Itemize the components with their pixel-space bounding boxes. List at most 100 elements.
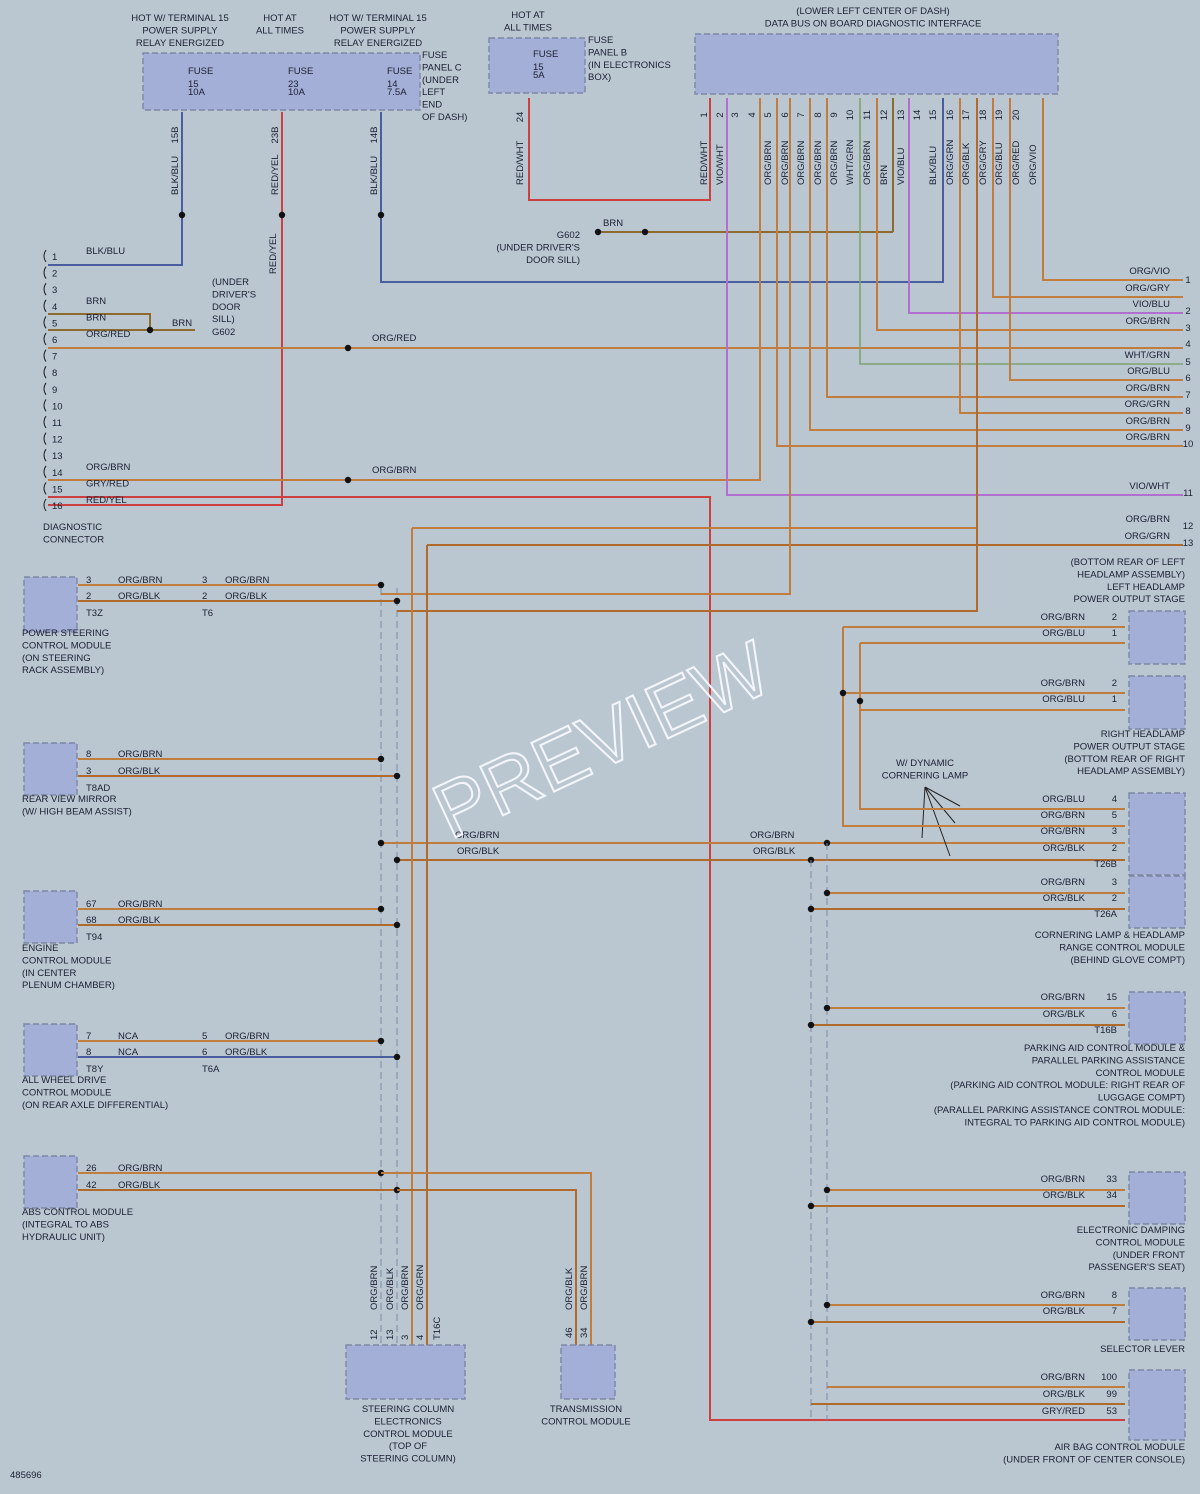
label-line: 5 [763,112,774,117]
label-line: END [422,100,442,111]
diag-pin-terminal [43,332,47,346]
wire-color: ORG/BLK [225,1047,268,1058]
diag-pin-terminal [43,299,47,313]
label-line: ORG/BRN [829,141,840,185]
label-line: ORG/BRN [763,141,774,185]
label-line: RED/YEL [86,495,127,506]
label-line: ORG/BRN [400,1266,411,1310]
label-line: ORG/VIO [1129,266,1170,277]
splice-dot [641,228,649,236]
splice-dot [807,1021,815,1029]
wire-color: ORG/BRN [118,749,162,760]
label-line: 16 [945,110,956,121]
wire-color: RED/YEL [268,233,279,274]
inline-pin: 5 [202,1031,207,1042]
label-line: (W/ HIGH BEAM ASSIST) [22,806,132,817]
right-module [1128,991,1186,1045]
wire-color: ORG/GRN [1125,531,1171,542]
label-line: T16B [1094,1025,1117,1036]
diag-pin: 12 [52,435,63,446]
diag-pin: 6 [52,335,57,346]
module-label: AIR BAG CONTROL MODULE(UNDER FRONT OF CE… [1003,1442,1185,1465]
trunk-wire [1042,98,1183,281]
module-pin: 34 [1106,1190,1117,1201]
label-line: 5 [1185,357,1190,368]
label-line: PARKING AID CONTROL MODULE & [1024,1043,1186,1054]
right-module [1128,1369,1186,1441]
diag-pin-terminal [43,316,47,329]
trunk-number: 2 [1185,306,1190,317]
label-line: HEADLAMP ASSEMBLY) [1077,766,1185,777]
wire-org-blk [397,1189,577,1345]
wire-color: VIO/WHT [1129,481,1170,492]
wire-blk-blu [380,98,944,283]
diag-pin: 9 [52,385,57,396]
module-pin: 5 [1112,810,1117,821]
connector-id: T26B [1094,859,1117,870]
wire-color: ORG/BRN [1041,992,1085,1003]
interface-pin: 5 [763,112,774,117]
label-line: 7 [52,352,57,363]
wire-color: ORG/BLK [118,591,161,602]
label-line: CONTROL MODULE [541,1416,630,1427]
label-line: ORG/BLU [1042,794,1085,805]
interface-header: (LOWER LEFT CENTER OF DASH)DATA BUS ON B… [765,6,982,29]
trunk-number: 5 [1185,357,1190,368]
wire-color: BLK/BLU [928,146,939,185]
label-line: DRIVER'S [212,289,256,300]
trunk-wire [908,98,1183,314]
label-line: RANGE CONTROL MODULE [1059,942,1185,953]
module-pin: 2 [1112,893,1117,904]
label-line: ORG/BRN [1126,432,1170,443]
interface-pin: 9 [829,112,840,117]
label-line: 99 [1106,1389,1117,1400]
label-line: 100 [1101,1372,1117,1383]
label-line: HYDRAULIC UNIT) [22,1232,105,1243]
wire-color: ORG/BLK [1043,1306,1086,1317]
label-line: INTEGRAL TO PARKING AID CONTROL MODULE) [965,1117,1185,1128]
label-line: ORG/BLU [1127,366,1170,377]
interface-pin: 1 [699,112,710,117]
label-line: GRY/RED [1042,1406,1085,1417]
module-pin: 34 [579,1327,590,1338]
diag-pin: 14 [52,468,63,479]
label-line: ORG/BLK [118,766,161,777]
splice-dot [393,772,401,780]
fuse-pin: 15B [170,127,181,144]
label-line: 33 [1106,1174,1117,1185]
label-line: POWER OUTPUT STAGE [1073,741,1185,752]
module-pin: 26 [86,1163,97,1174]
label-line: 2 [1112,893,1117,904]
label-line: 46 [564,1327,575,1338]
label-line: ORG/BLK [1043,843,1086,854]
interface-pin: 3 [730,112,741,117]
wire-color: ORG/RED [372,333,416,344]
wire-color: GRY/RED [86,478,129,489]
wire-org-brn [381,98,791,595]
wire-color: BLK/BLU [86,246,125,257]
diag-pin-terminal [43,498,47,512]
diag-pin: 2 [52,269,57,280]
interface-pin: 19 [994,110,1005,121]
splice-dot [178,211,186,219]
label-line: ORG/BRN [1041,1372,1085,1383]
wire-color: ORG/BRN [369,1266,380,1310]
wire-color: VIO/BLU [896,147,907,185]
diagram-id: 485696 [10,1470,42,1481]
module-pin: 3 [1112,826,1117,837]
wire-color: ORG/BRN [750,830,794,841]
trunk-wire [876,98,1183,331]
label-line: ORG/BRN [780,141,791,185]
label-line: CONTROL MODULE [363,1429,452,1440]
interface-pin: 13 [896,110,907,121]
splice-dot [146,326,154,334]
label-line: BRN [86,296,106,307]
inline-pin: 6 [202,1047,207,1058]
label-line: FUSE [288,66,313,77]
label-line: ALL TIMES [256,25,304,36]
trunk-wire [859,98,1183,365]
